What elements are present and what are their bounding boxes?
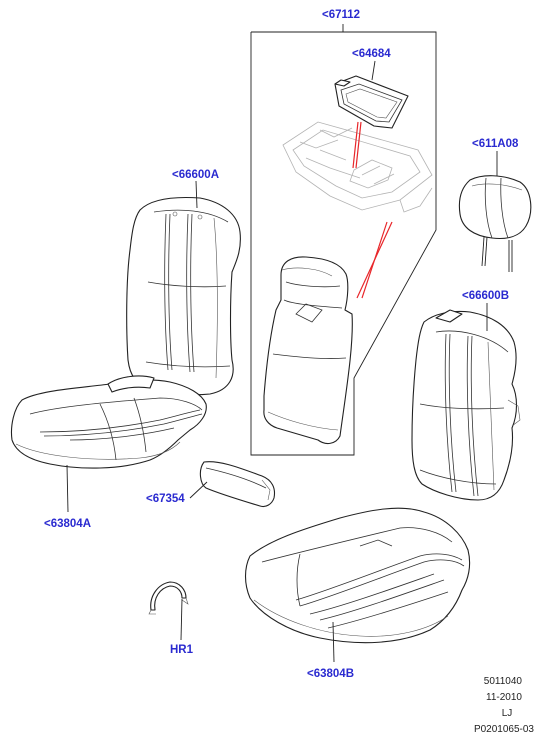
seat-cushion-right-part — [244, 507, 471, 644]
callout-611A08[interactable]: <611A08 — [472, 138, 519, 150]
callout-67354[interactable]: <67354 — [146, 493, 185, 505]
seat-cushion-left-part — [10, 375, 207, 469]
callout-63804B[interactable]: <63804B — [307, 668, 354, 680]
leader-lines — [66, 60, 498, 663]
callout-66600B[interactable]: <66600B — [462, 290, 509, 302]
callout-66600A[interactable]: <66600A — [172, 169, 219, 181]
indicator-lines — [352, 121, 393, 299]
ref-illustration-id: P0201065-03 — [474, 724, 534, 735]
hook-clip-part — [148, 581, 189, 615]
armrest-housing-context — [282, 121, 433, 213]
headrest-part — [458, 175, 532, 272]
armrest-part — [263, 256, 353, 445]
ref-date: 11-2010 — [486, 692, 522, 703]
callout-64684[interactable]: <64684 — [352, 48, 391, 60]
ref-number: 5011040 — [484, 676, 523, 687]
callout-HR1[interactable]: HR1 — [170, 644, 194, 656]
ref-code: LJ — [502, 708, 513, 719]
callout-63804A[interactable]: <63804A — [44, 518, 91, 530]
seatback-left-part — [126, 197, 241, 396]
callout-67112[interactable]: <67112 — [322, 9, 360, 21]
callout-labels: <67112 <64684 <611A08 <66600A <66600B <6… — [44, 9, 519, 680]
seatback-right-part — [411, 309, 521, 501]
reference-block: 5011040 11-2010 LJ P0201065-03 — [474, 676, 534, 735]
cupholder-tray-part — [334, 75, 409, 129]
armrest-detail-frame — [250, 24, 437, 456]
trim-cover-part — [199, 461, 276, 508]
